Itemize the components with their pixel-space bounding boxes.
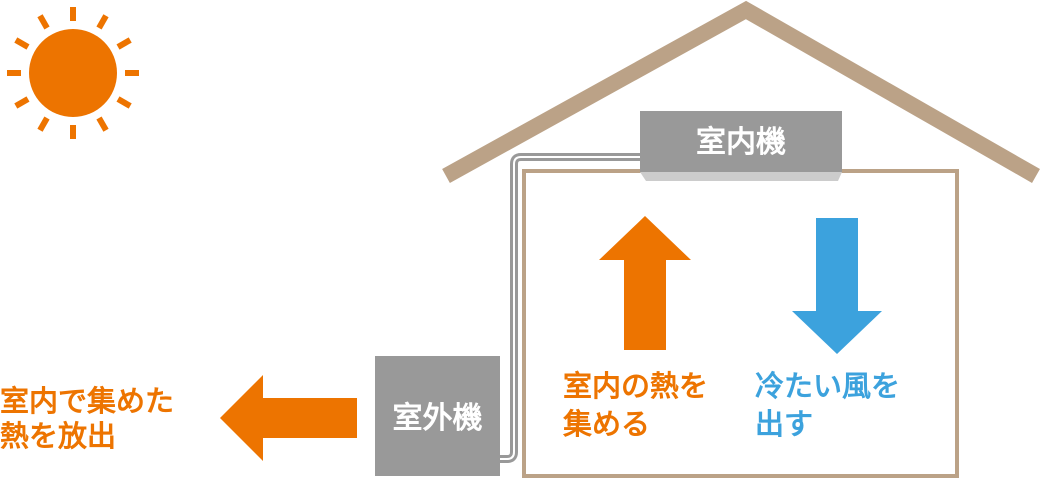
house-roof <box>442 0 1040 183</box>
arrow-up-icon <box>599 216 691 350</box>
sun-ray <box>37 14 50 30</box>
label-collect-heat: 室内の熱を 集める <box>562 369 708 441</box>
sun-ray <box>96 116 109 132</box>
svg-text:冷たい風を: 冷たい風を <box>755 369 900 403</box>
sun-ray <box>37 116 50 132</box>
sun-ray <box>116 96 132 109</box>
svg-text:室内で集めた: 室内で集めた <box>0 384 174 418</box>
indoor-unit-label: 室内機 <box>696 125 786 160</box>
svg-text:熱を放出: 熱を放出 <box>0 419 116 453</box>
sun-ray <box>96 14 109 30</box>
label-release-heat: 室内で集めた 熱を放出 <box>0 384 174 453</box>
label-cool-air: 冷たい風を 出す <box>755 369 900 441</box>
sun-icon <box>7 7 139 139</box>
svg-text:集める: 集める <box>562 407 650 441</box>
svg-text:室内の熱を: 室内の熱を <box>563 369 708 403</box>
arrow-left-icon <box>220 375 357 461</box>
arrow-down-icon <box>792 218 882 354</box>
sun-ray <box>14 37 30 50</box>
svg-text:出す: 出す <box>755 407 813 441</box>
indoor-unit: 室内機 <box>640 111 842 181</box>
outdoor-unit: 室外機 <box>375 356 500 476</box>
sun-ray <box>116 37 132 50</box>
outdoor-unit-label: 室外機 <box>393 401 483 436</box>
sun-ray <box>14 96 30 109</box>
